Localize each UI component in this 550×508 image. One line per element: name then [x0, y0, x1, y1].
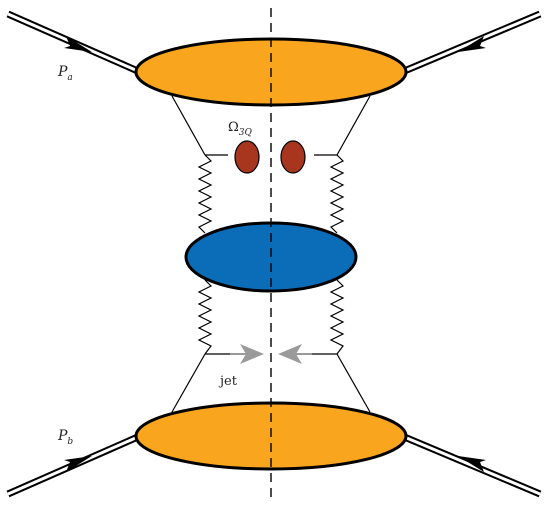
lower-trapezoid	[171, 353, 371, 413]
jet-arrow-right	[278, 344, 312, 364]
label-jet: jet	[218, 374, 238, 389]
upper-trapezoid	[171, 95, 371, 156]
gluon-upper-right	[329, 154, 345, 234]
upper-right-beam	[400, 10, 542, 76]
arrow-lower-left-icon	[64, 456, 92, 472]
arrow-lower-right-icon	[458, 456, 486, 472]
label-pb: Pb	[57, 428, 73, 447]
gluon-lower-right	[329, 279, 345, 355]
label-omega: Ω3Q	[228, 120, 253, 138]
gluon-lower-left	[197, 279, 213, 355]
omega-blob-right	[280, 140, 306, 174]
omega-blob-left	[234, 140, 260, 174]
label-pa: Pa	[57, 64, 73, 83]
lower-right-beam	[400, 432, 542, 498]
jet-arrow-left	[230, 344, 264, 364]
arrow-upper-left-icon	[64, 36, 92, 52]
gluon-upper-left	[197, 154, 213, 234]
arrow-upper-right-icon	[458, 36, 486, 52]
